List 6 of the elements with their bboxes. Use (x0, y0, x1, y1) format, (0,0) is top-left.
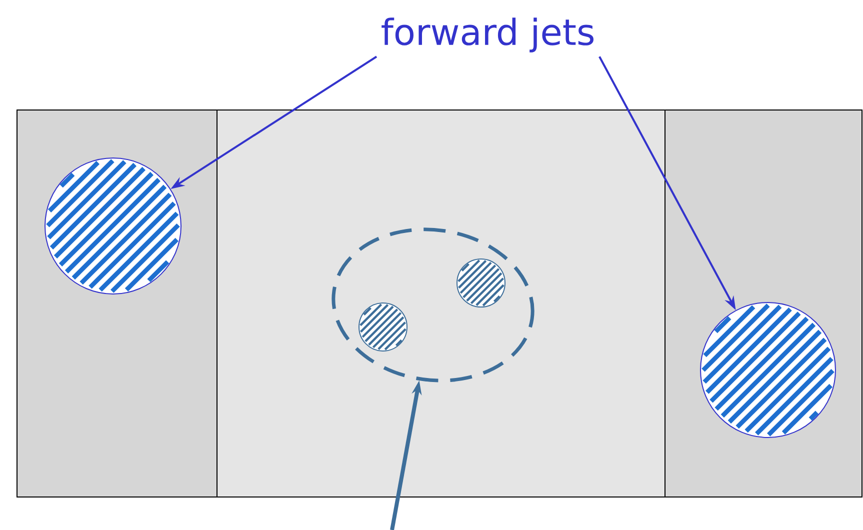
heading-label: forward jets (382, 18, 594, 52)
jet-circle (456, 258, 506, 308)
jet-circle (358, 302, 408, 352)
dashed-ellipse (332, 228, 534, 382)
jet-circle (44, 158, 182, 294)
jet-circle (700, 302, 836, 438)
